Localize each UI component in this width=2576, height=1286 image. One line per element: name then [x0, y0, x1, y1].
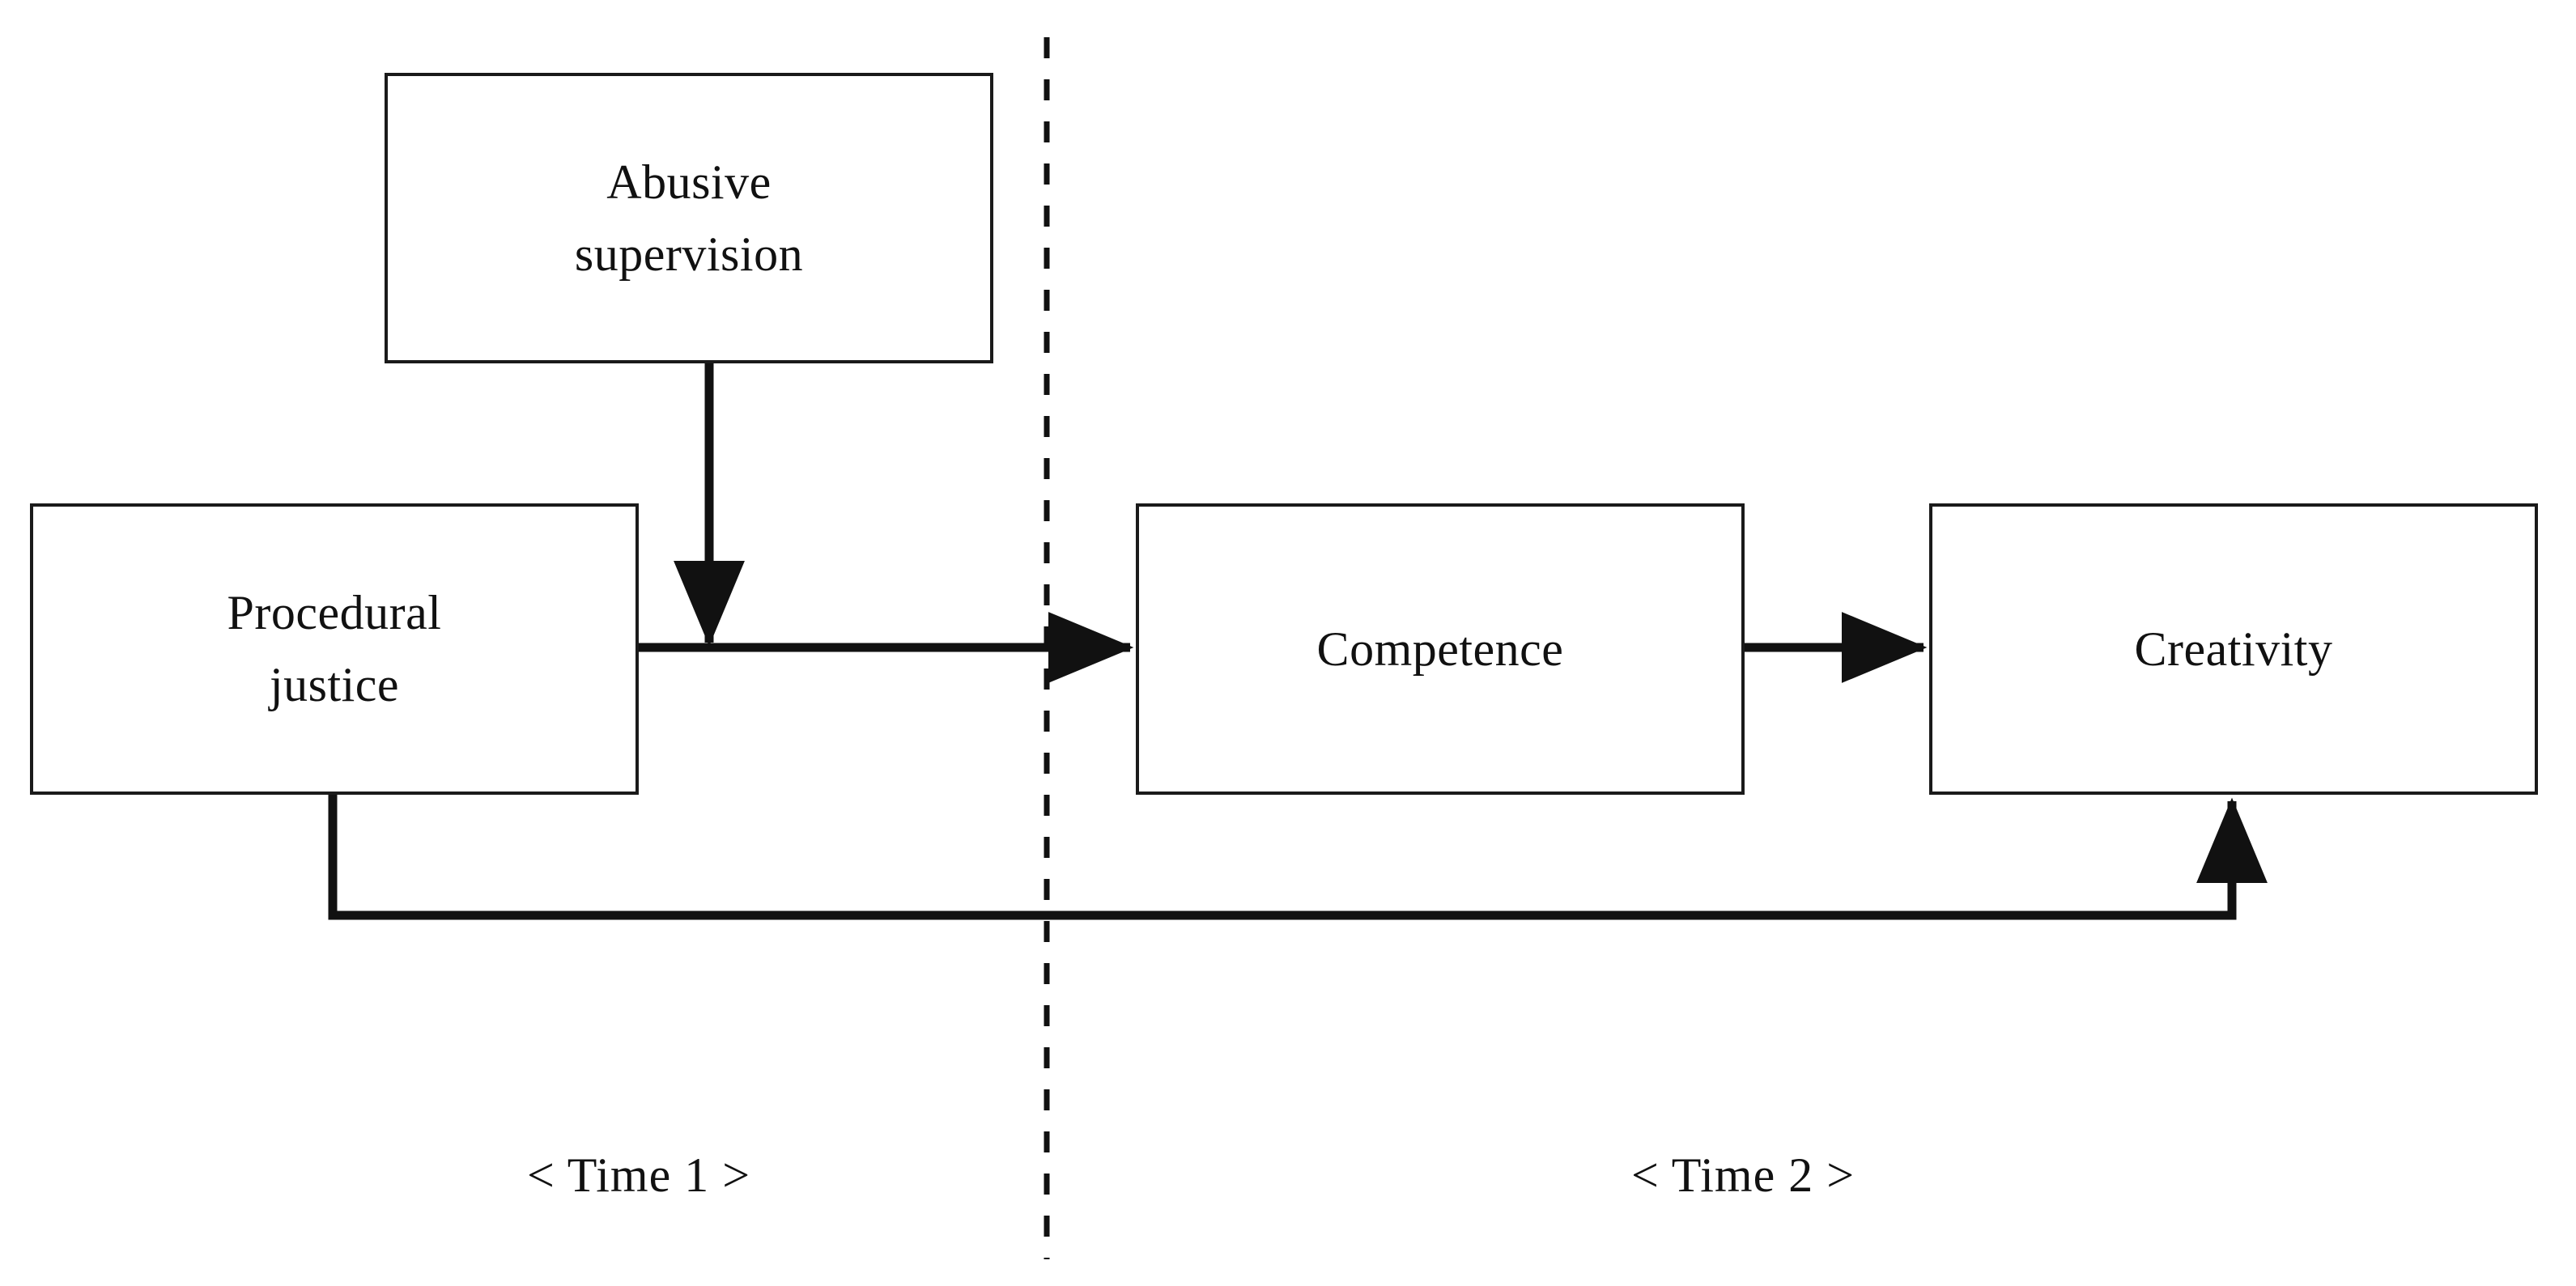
node-abusive-supervision-line-1: Abusive [606, 155, 772, 209]
node-procedural-justice-line-1: Procedural [227, 586, 442, 640]
node-procedural-justice[interactable]: Procedural justice [30, 503, 639, 795]
node-abusive-supervision[interactable]: Abusive supervision [385, 73, 993, 363]
time-2-label: < Time 2 > [1630, 1148, 1855, 1202]
node-creativity[interactable]: Creativity [1929, 503, 2538, 795]
node-abusive-supervision-line-2: supervision [574, 227, 804, 281]
node-competence[interactable]: Competence [1136, 503, 1745, 795]
time-1-label: < Time 1 > [526, 1148, 751, 1202]
node-creativity-line-1: Creativity [2134, 622, 2333, 676]
node-competence-line-1: Competence [1316, 622, 1564, 676]
edge-procedural-justice-to-creativity [328, 795, 2268, 920]
node-procedural-justice-line-2: justice [269, 658, 400, 711]
